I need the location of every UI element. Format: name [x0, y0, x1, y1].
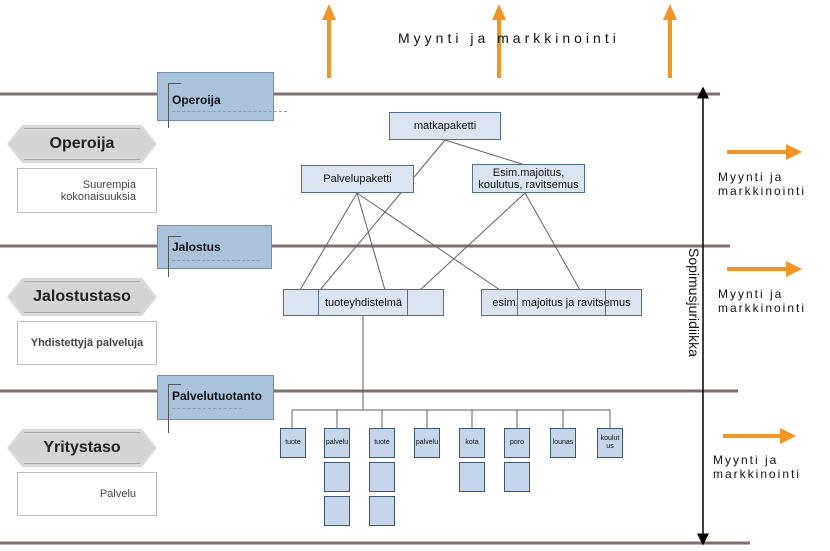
empty-box — [504, 462, 530, 492]
empty-box — [324, 462, 350, 492]
tag-label: Palvelutuotanto — [172, 389, 263, 403]
leaf-box: kota — [459, 428, 485, 458]
leaf-box: koulut us — [597, 428, 623, 458]
orange-up-arrows — [322, 4, 677, 78]
box-label: tuoteyhdistelmä — [324, 296, 403, 309]
empty-box — [369, 462, 395, 492]
banner-jalostustaso: Jalostustaso — [7, 278, 157, 316]
sales-label-jalostus: Myynti ja markkinointi — [718, 287, 807, 315]
desc-yritystaso: Palvelu — [17, 472, 157, 516]
box-label: esim. majoitus ja ravitsemus — [492, 296, 631, 309]
desc-operoija: Suurempia kokonaisuuksia — [17, 168, 157, 213]
empty-box — [459, 462, 485, 492]
banner-operoija: Operoija — [7, 125, 157, 163]
leaf-box: poro — [504, 428, 530, 458]
divider — [517, 289, 518, 316]
box-tuoteyhdistelma: tuoteyhdistelmä — [283, 289, 444, 316]
box-esim-majoitus: Esim.majoitus, koulutus, ravitsemus — [472, 164, 585, 193]
orange-right-arrows — [723, 144, 802, 444]
sales-label-yritys: Myynti ja markkinointi — [713, 453, 802, 481]
leaf-box: palvelu — [324, 428, 350, 458]
empty-box — [369, 496, 395, 526]
sales-label-operoija: Myynti ja markkinointi — [718, 170, 807, 198]
box-palvelupaketti: Palvelupaketti — [301, 165, 414, 193]
box-majoitus-ravitsemus: esim. majoitus ja ravitsemus — [481, 289, 642, 316]
leaf-box: lounas — [550, 428, 576, 458]
tag-label: Jalostus — [172, 240, 221, 254]
tag-label: Operoija — [172, 93, 221, 107]
tag-operoija: Operoija — [157, 72, 287, 128]
leaf-box: tuote — [369, 428, 395, 458]
divider — [605, 289, 606, 316]
divider — [407, 289, 408, 316]
box-matkapaketti: matkapaketti — [389, 112, 501, 140]
top-sales-title: Myynti ja markkinointi — [398, 30, 620, 46]
tag-jalostus: Jalostus — [157, 225, 272, 277]
desc-jalostustaso: Yhdistettyjä palveluja — [17, 321, 157, 365]
banner-yritystaso: Yritystaso — [7, 429, 157, 467]
vertical-label: Sopimusjuridiikka — [686, 248, 702, 357]
tag-palvelutuotanto: Palvelutuotanto — [157, 375, 274, 433]
empty-box — [324, 496, 350, 526]
divider — [318, 289, 319, 316]
leaf-box: tuote — [280, 428, 306, 458]
leaf-box: palvelu — [414, 428, 440, 458]
